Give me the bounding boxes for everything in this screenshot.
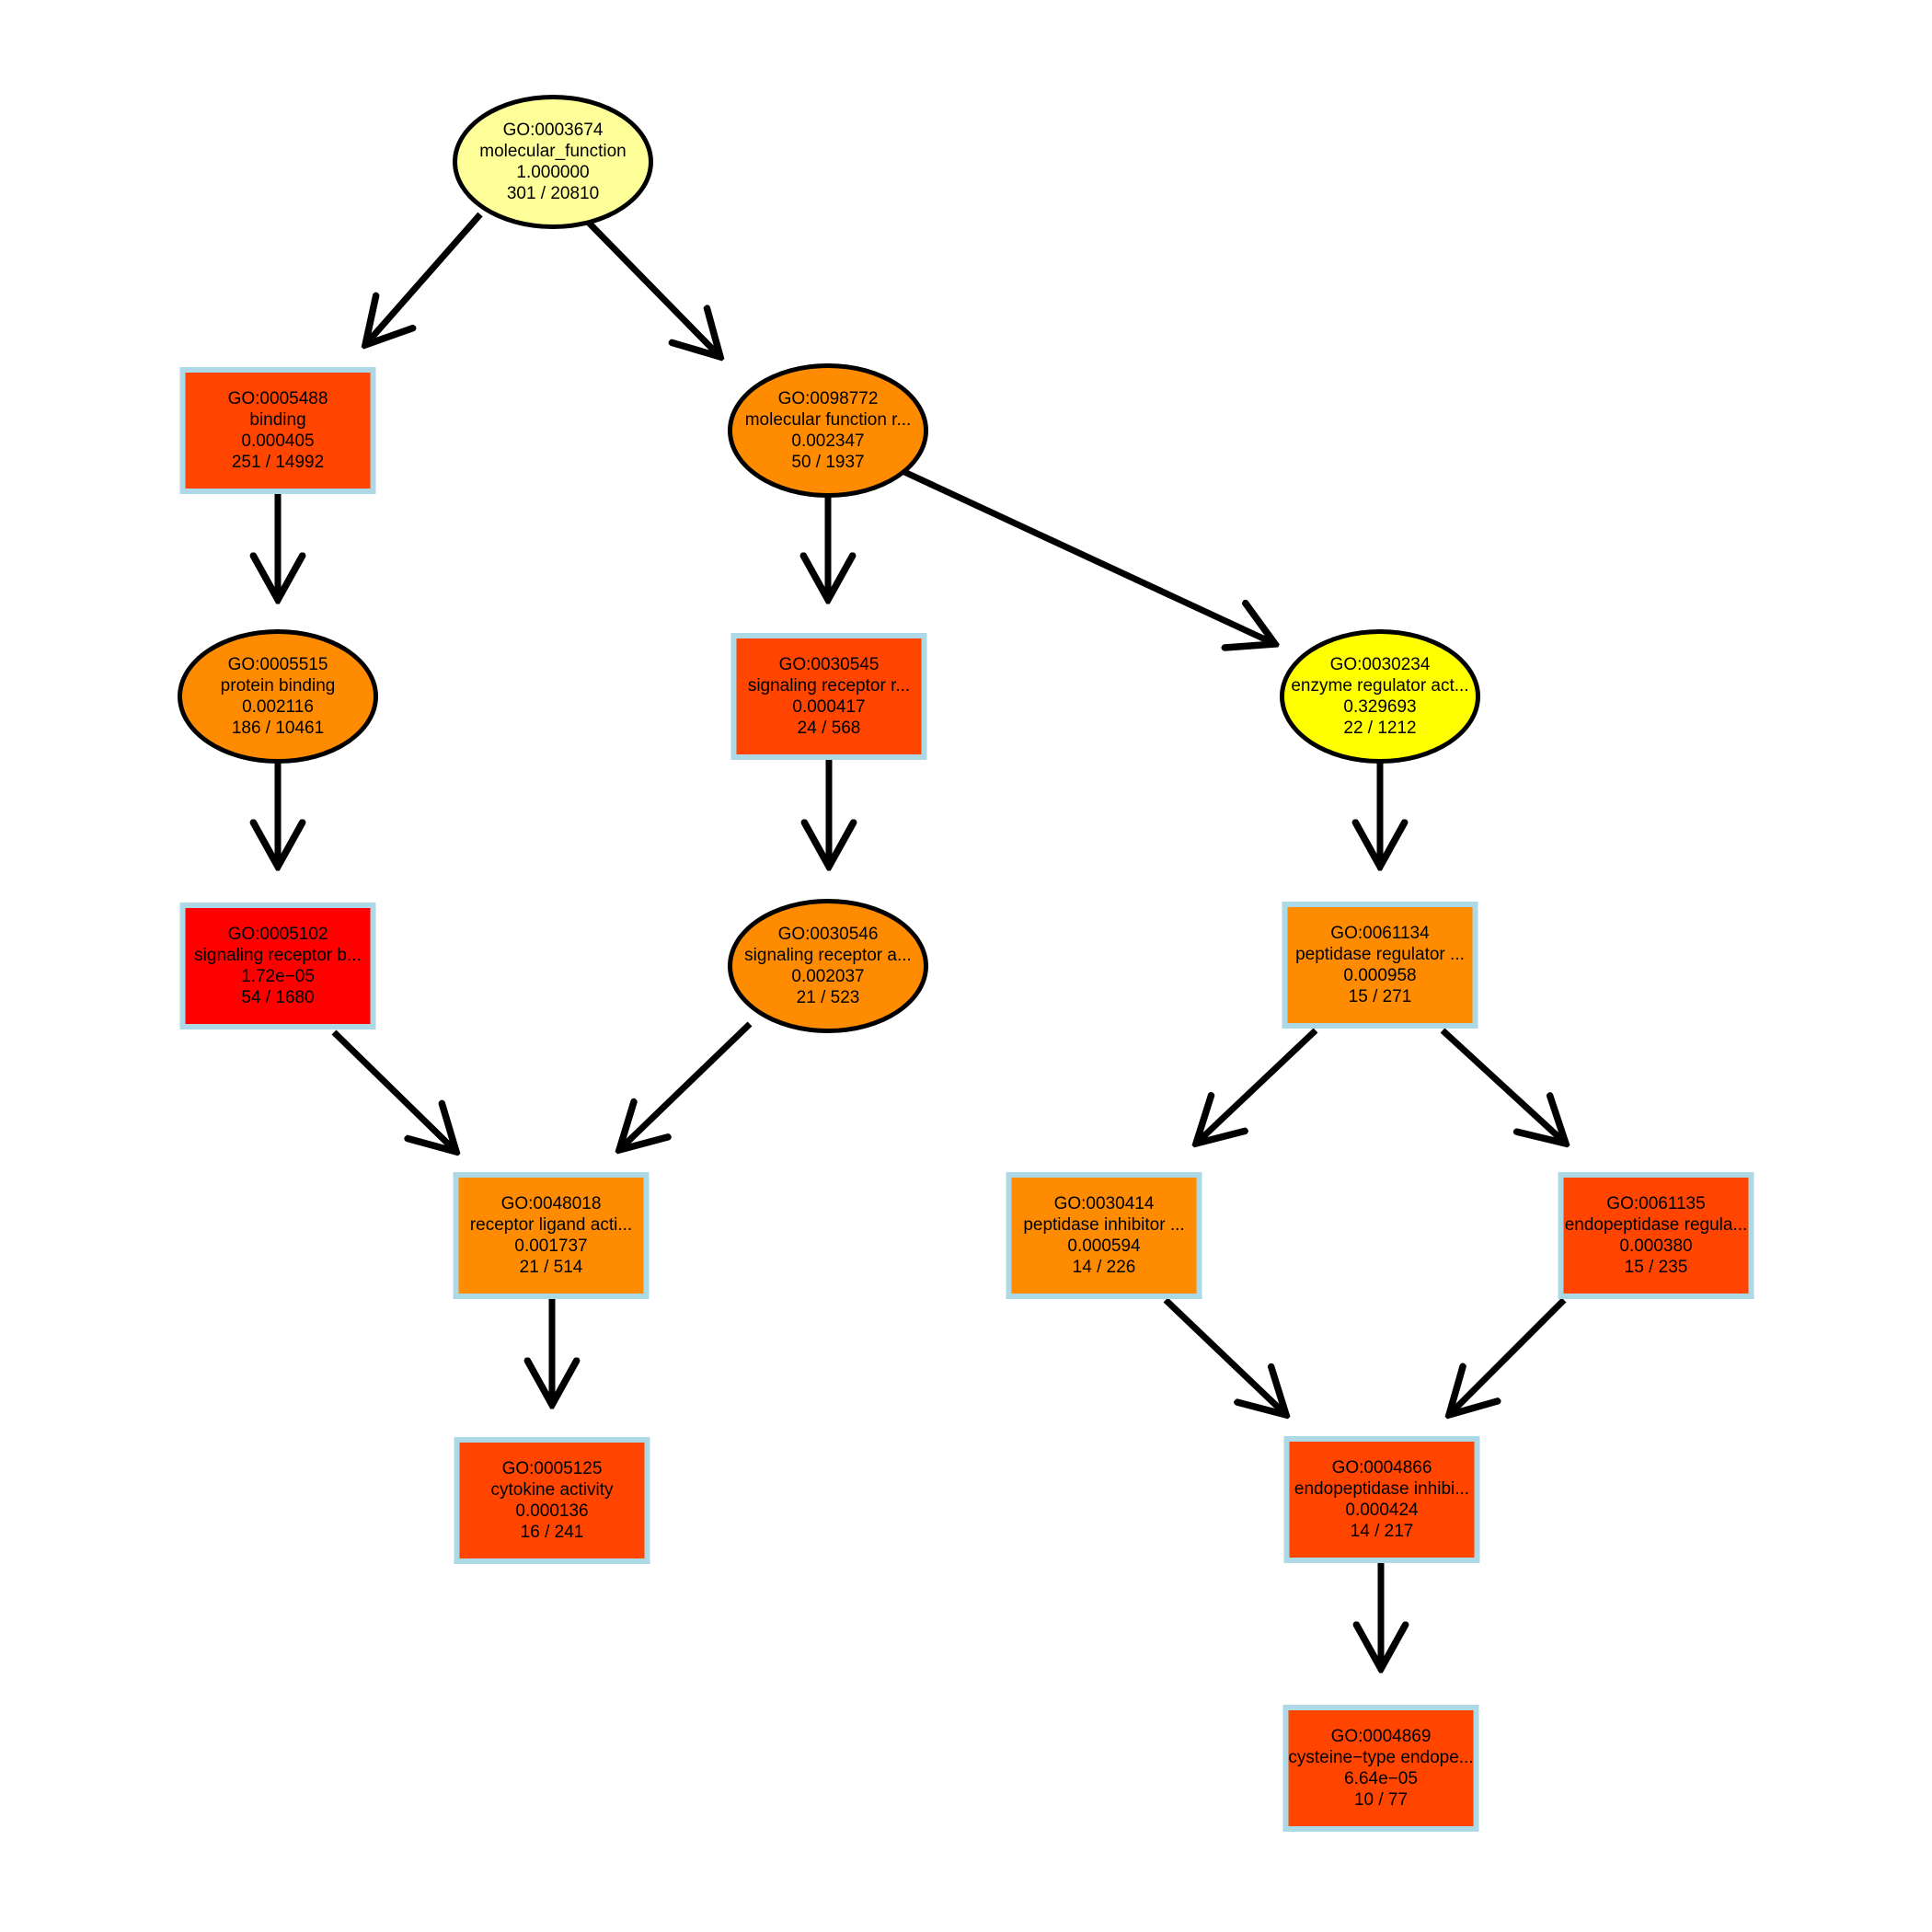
go-node-go-0030414: GO:0030414 peptidase inhibitor ...0.00059… xyxy=(1006,1172,1202,1299)
go-id: GO:0098772 xyxy=(777,389,879,408)
go-term: cysteine−type endope... xyxy=(1288,1748,1474,1767)
go-node-go-0061134: GO:0061134 peptidase regulator ... 0.00095… xyxy=(1282,902,1478,1029)
edge-GO0061135-GO0004866 xyxy=(1449,1297,1567,1415)
go-pvalue: 0.000417 xyxy=(792,697,866,717)
go-pvalue: 0.000594 xyxy=(1067,1236,1141,1256)
go-gene-ratio: 15 / 235 xyxy=(1624,1258,1688,1277)
go-term: signaling receptor a... xyxy=(744,946,912,965)
go-gene-ratio: 14 / 217 xyxy=(1350,1522,1414,1541)
go-node-go-0004869: GO:0004869 cysteine−type endope... 6.64e−0… xyxy=(1282,1705,1479,1832)
go-id: GO:0061135 xyxy=(1606,1194,1706,1213)
go-term: protein binding xyxy=(220,676,336,696)
go-pvalue: 0.001737 xyxy=(514,1236,588,1256)
go-pvalue: 0.000380 xyxy=(1619,1236,1693,1256)
go-gene-ratio: 14 / 226 xyxy=(1072,1258,1136,1277)
go-pvalue: 0.000136 xyxy=(515,1501,589,1521)
go-gene-ratio: 22 / 1212 xyxy=(1343,719,1417,738)
go-term: receptor ligand acti... xyxy=(469,1215,633,1235)
go-gene-ratio: 24 / 568 xyxy=(797,719,861,738)
edge-GO0005102-GO0048018 xyxy=(331,1029,456,1152)
go-term: endopeptidase inhibi... xyxy=(1294,1479,1470,1499)
go-gene-ratio: 21 / 514 xyxy=(519,1258,583,1277)
go-node-go-0003674: GO:0003674 molecular_function 1.000000 301 … xyxy=(453,95,653,229)
go-term: enzyme regulator act... xyxy=(1291,676,1469,696)
go-id: GO:0005488 xyxy=(227,389,328,408)
go-term: endopeptidase regula... xyxy=(1564,1215,1748,1235)
go-pvalue: 1.72e−05 xyxy=(241,967,315,986)
go-node-go-0030234: GO:0030234 enzyme regulator act...0.32969… xyxy=(1280,629,1480,764)
go-gene-ratio: 10 / 77 xyxy=(1353,1790,1409,1810)
go-id: GO:0005515 xyxy=(227,655,328,674)
go-term: peptidase regulator ... xyxy=(1295,945,1465,964)
edge-GO0003674-GO0005488 xyxy=(365,212,483,345)
go-term: binding xyxy=(249,410,306,430)
go-id: GO:0030545 xyxy=(778,655,880,674)
go-gene-ratio: 15 / 271 xyxy=(1348,987,1412,1006)
go-gene-ratio: 251 / 14992 xyxy=(231,453,325,472)
go-pvalue: 0.000958 xyxy=(1343,966,1417,985)
go-pvalue: 0.002347 xyxy=(791,431,865,451)
go-id: GO:0061134 xyxy=(1330,924,1430,943)
go-pvalue: 0.002037 xyxy=(791,967,865,986)
go-term: molecular_function xyxy=(479,142,627,161)
go-gene-ratio: 16 / 241 xyxy=(520,1523,584,1542)
go-pvalue: 0.329693 xyxy=(1343,697,1417,717)
go-pvalue: 0.000405 xyxy=(241,431,315,451)
go-term: cytokine activity xyxy=(490,1480,614,1500)
go-node-go-0048018: GO:0048018 receptor ligand acti...0.00173… xyxy=(453,1172,650,1299)
edge-GO0030546-GO0048018 xyxy=(619,1021,753,1150)
go-node-go-0061135: GO:0061135 endopeptidase regula...0.00038… xyxy=(1558,1172,1754,1299)
go-gene-ratio: 54 / 1680 xyxy=(241,988,315,1007)
edge-GO0098772-GO0030234 xyxy=(903,468,1275,644)
edge-GO0061134-GO0061135 xyxy=(1440,1028,1566,1144)
go-id: GO:0030234 xyxy=(1329,655,1431,674)
go-term: molecular function r... xyxy=(744,410,912,430)
go-term: peptidase inhibitor ... xyxy=(1023,1215,1185,1235)
go-id: GO:0004869 xyxy=(1330,1727,1432,1746)
go-pvalue: 6.64e−05 xyxy=(1344,1769,1418,1788)
go-id: GO:0003674 xyxy=(502,121,604,140)
go-pvalue: 0.000424 xyxy=(1345,1501,1419,1520)
go-gene-ratio: 50 / 1937 xyxy=(791,453,865,472)
go-gene-ratio: 186 / 10461 xyxy=(231,719,325,738)
go-term: signaling receptor r... xyxy=(747,676,911,696)
go-node-go-0030546: GO:0030546 signaling receptor a... 0.00203… xyxy=(728,899,928,1033)
edge-GO0061134-GO0030414 xyxy=(1196,1028,1318,1144)
go-id: GO:0030546 xyxy=(777,925,879,944)
go-id: GO:0048018 xyxy=(500,1194,602,1213)
go-gene-ratio: 21 / 523 xyxy=(796,988,860,1007)
go-gene-ratio: 301 / 20810 xyxy=(506,184,600,203)
go-pvalue: 1.000000 xyxy=(516,163,590,182)
go-node-go-0098772: GO:0098772 molecular function r...0.00234… xyxy=(728,363,928,498)
go-pvalue: 0.002116 xyxy=(242,697,314,717)
go-term: signaling receptor b... xyxy=(194,946,362,965)
go-id: GO:0004866 xyxy=(1331,1458,1432,1478)
edge-GO0030414-GO0004866 xyxy=(1163,1297,1286,1415)
go-id: GO:0030414 xyxy=(1053,1194,1155,1213)
go-id: GO:0005125 xyxy=(501,1459,603,1478)
go-node-go-0030545: GO:0030545 signaling receptor r...0.00041… xyxy=(730,633,927,760)
edge-GO0003674-GO0098772 xyxy=(580,213,720,357)
go-node-go-0005102: GO:0005102 signaling receptor b... 1.72e−0… xyxy=(179,903,376,1029)
go-id: GO:0005102 xyxy=(227,925,328,944)
